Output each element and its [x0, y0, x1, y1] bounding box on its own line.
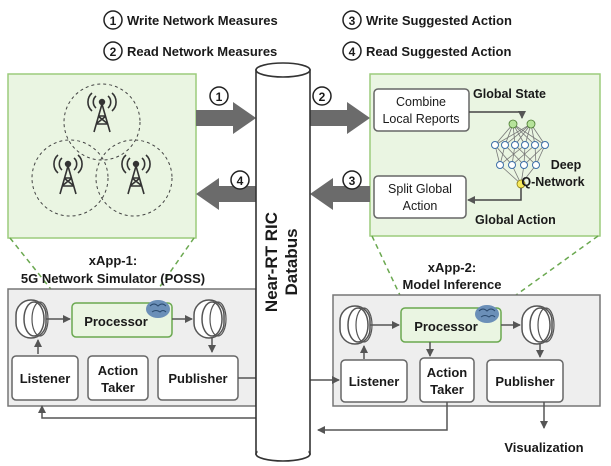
legend-number: 1 [110, 14, 117, 28]
combine-local-reports-box: Combine Local Reports [373, 88, 470, 132]
xapp2-output-queue-icon [521, 305, 555, 345]
brain-icon [475, 305, 499, 323]
listener-label: Listener [349, 374, 400, 389]
publisher-label: Publisher [168, 371, 227, 386]
arrow-number: 1 [216, 90, 223, 104]
action-taker-line1: Action [98, 363, 139, 378]
network-to-split-arrow [467, 188, 522, 204]
xapp2-processor: Processor [400, 305, 502, 343]
action-taker-line2: Taker [430, 382, 464, 397]
xapp1-output-queue-icon [193, 299, 227, 339]
cell-coverage-circles [31, 83, 173, 217]
xapp2-input-queue-icon [339, 305, 373, 345]
global-state-label: Global State [473, 87, 546, 101]
legend-item-4: 4 Read Suggested Action [342, 41, 511, 61]
visualization-label: Visualization [504, 440, 583, 455]
xapp2-title-line1: xApp-2: [428, 260, 476, 275]
arrow-2: 2 [310, 86, 370, 134]
legend-label: Read Network Measures [127, 44, 277, 59]
xapp2-listener: Listener [340, 359, 408, 403]
arrow-1: 1 [196, 86, 256, 134]
legend-item-2: 2 Read Network Measures [103, 41, 277, 61]
legend-number: 3 [349, 14, 356, 28]
coverage-circle [63, 83, 141, 161]
action-taker-line1: Action [427, 365, 468, 380]
processor-label: Processor [84, 314, 148, 329]
split-label-line1: Split Global [388, 182, 452, 196]
publisher-label: Publisher [495, 374, 554, 389]
global-action-label: Global Action [475, 213, 556, 227]
legend-number: 2 [110, 45, 117, 59]
coverage-circle [95, 139, 173, 217]
combine-label-line1: Combine [396, 95, 446, 109]
combine-label-line2: Local Reports [382, 112, 459, 126]
databus-label-line2: Databus [282, 228, 301, 295]
legend: 1 Write Network Measures 2 Read Network … [103, 10, 512, 61]
xapp1-publisher: Publisher [157, 355, 239, 401]
xapp2-action-taker: Action Taker [419, 357, 475, 403]
xapp1-title-line2: 5G Network Simulator (POSS) [21, 271, 205, 286]
xapp1-input-queue-icon [15, 299, 49, 339]
near-rt-ric-databus: Near-RT RIC Databus [255, 62, 311, 462]
xapp1-title-line1: xApp-1: [89, 253, 137, 268]
radio-network-panel [7, 73, 197, 239]
listener-label: Listener [20, 371, 71, 386]
arrow-4: 4 [196, 170, 256, 210]
legend-item-3: 3 Write Suggested Action [342, 10, 512, 30]
arrow-number: 4 [237, 174, 244, 188]
xapp1-action-taker: Action Taker [87, 355, 149, 401]
combine-to-network-arrow [469, 111, 526, 119]
split-label-line2: Action [403, 199, 438, 213]
processor-label: Processor [414, 319, 478, 334]
coverage-circle [31, 139, 109, 217]
arrow-3: 3 [310, 170, 370, 210]
deep-q-network-icon [491, 119, 549, 189]
cell-tower-icon [53, 154, 83, 195]
legend-label: Write Suggested Action [366, 13, 512, 28]
split-global-action-box: Split Global Action [373, 175, 467, 219]
legend-label: Read Suggested Action [366, 44, 511, 59]
xapp2-title-line2: Model Inference [403, 277, 502, 292]
legend-item-1: 1 Write Network Measures [103, 10, 278, 30]
databus-label-line1: Near-RT RIC [262, 212, 281, 312]
arrow-number: 2 [319, 90, 326, 104]
xapp2-publisher: Publisher [486, 359, 564, 403]
arrow-number: 3 [349, 174, 356, 188]
q-network-label: Q-Network [521, 175, 584, 189]
action-taker-line2: Taker [101, 380, 135, 395]
legend-number: 4 [349, 45, 356, 59]
legend-label: Write Network Measures [127, 13, 278, 28]
xapp1-processor: Processor [71, 300, 173, 338]
brain-icon [146, 300, 170, 318]
deep-label: Deep [551, 158, 582, 172]
xapp1-listener: Listener [11, 355, 79, 401]
cell-tower-icon [87, 92, 117, 133]
cell-tower-icon [121, 154, 151, 195]
